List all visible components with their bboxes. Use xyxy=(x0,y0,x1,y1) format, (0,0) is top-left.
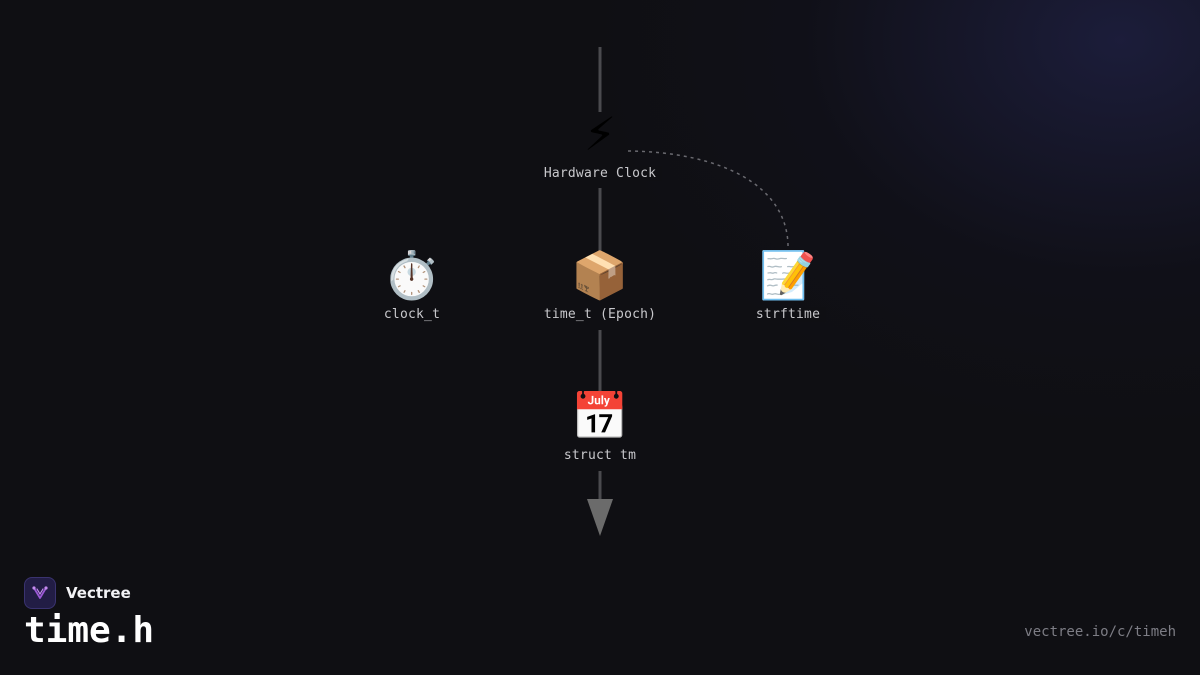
page-title: time.h xyxy=(24,610,155,651)
node-time-t[interactable]: 📦 time_t (Epoch) xyxy=(510,247,690,322)
package-icon: 📦 xyxy=(571,248,629,302)
calendar-icon: 📅 xyxy=(571,389,629,443)
node-strftime[interactable]: 📝 strftime xyxy=(698,247,878,322)
node-hardware-clock[interactable]: ⚡ Hardware Clock xyxy=(510,106,690,181)
node-label-strftime: strftime xyxy=(749,307,827,322)
arrow-head-down xyxy=(587,499,613,536)
node-label-hardware-clock: Hardware Clock xyxy=(537,166,663,181)
node-label-clock-t: clock_t xyxy=(377,307,447,322)
brand[interactable]: Vectree xyxy=(24,577,131,609)
node-clock-t[interactable]: ⏱️ clock_t xyxy=(322,247,502,322)
edge-hardware-clock-to-strftime xyxy=(627,150,789,251)
memo-icon: 📝 xyxy=(759,248,817,302)
node-label-struct-tm: struct tm xyxy=(557,448,643,463)
node-label-time-t: time_t (Epoch) xyxy=(537,307,663,322)
lightning-icon: ⚡ xyxy=(583,107,617,161)
node-struct-tm[interactable]: 📅 struct tm xyxy=(510,388,690,463)
stopwatch-icon: ⏱️ xyxy=(383,248,441,302)
brand-name: Vectree xyxy=(66,584,131,602)
vectree-logo-icon xyxy=(24,577,56,609)
source-url[interactable]: vectree.io/c/timeh xyxy=(1024,624,1176,640)
